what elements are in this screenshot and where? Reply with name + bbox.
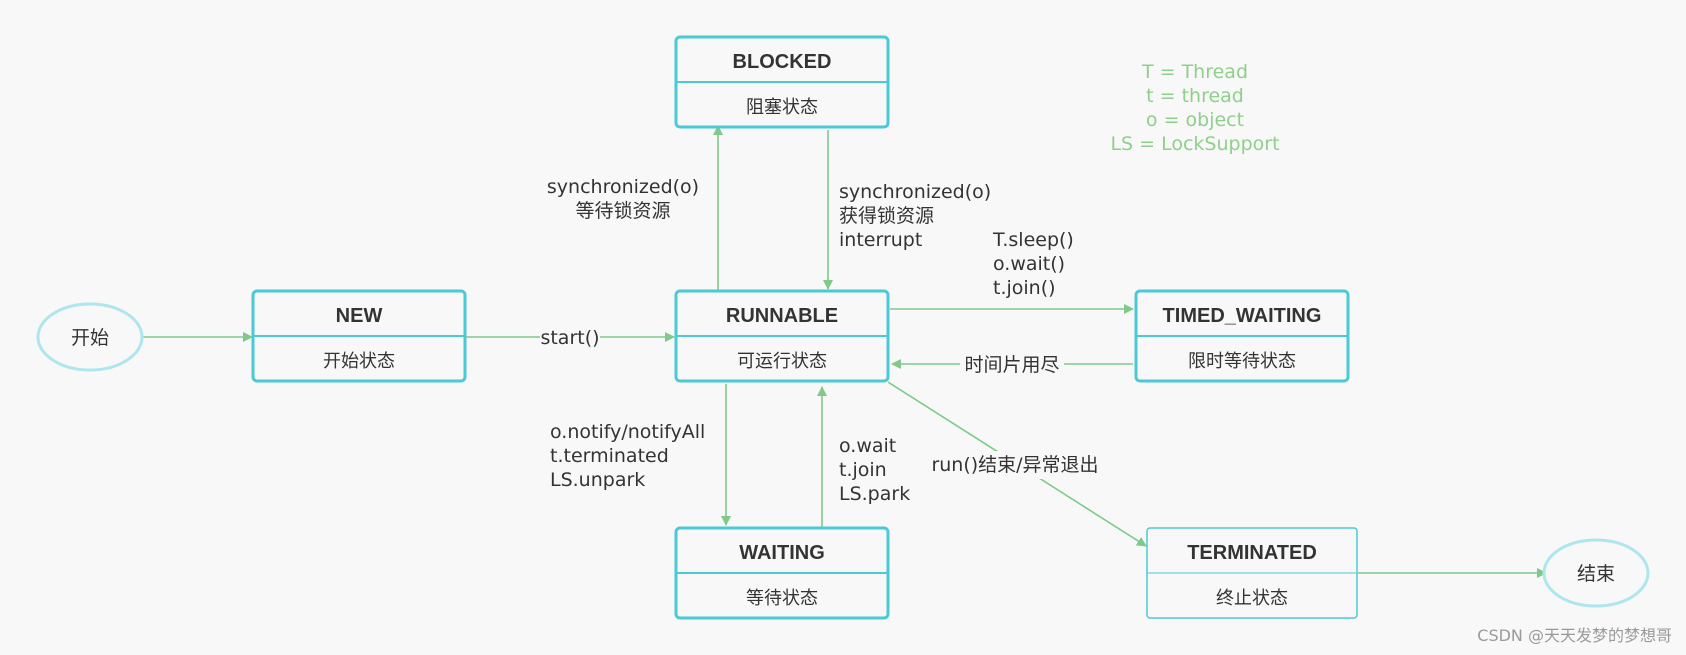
edge-label-line: t.join() [993,277,1056,299]
edge-label-runnable-to-terminated: run()结束/异常退出 [928,451,1102,479]
edge-label-new-to-runnable: start() [540,323,600,349]
state-box-new: NEW 开始状态 [251,289,467,383]
state-box-runnable: RUNNABLE 可运行状态 [674,289,890,383]
edge-label-line: LS.park [839,483,910,505]
edge-label-line: 等待锁资源 [575,200,670,222]
edge-label-line: start() [540,327,599,349]
edge-label-line: synchronized(o) [839,181,991,203]
state-box-blocked: BLOCKED 阻塞状态 [674,35,890,129]
state-box-terminated: TERMINATED 终止状态 [1146,527,1358,619]
state-subtitle-waiting: 等待状态 [746,588,818,609]
state-subtitle-timed-waiting: 限时等待状态 [1188,351,1296,372]
legend-line: t = thread [1146,85,1244,107]
edge-label-line: interrupt [839,229,922,251]
start-label: 开始 [71,327,109,349]
end-node: 结束 [1542,538,1650,608]
state-box-timed-waiting: TIMED_WAITING 限时等待状态 [1134,289,1350,383]
edge-label-line: 获得锁资源 [839,205,934,227]
state-subtitle-runnable: 可运行状态 [737,351,827,372]
legend-line: LS = LockSupport [1110,133,1279,155]
legend-line: T = Thread [1141,61,1248,83]
edge-label-blocked-to-runnable: synchronized(o) 获得锁资源 interrupt [839,181,991,251]
end-label: 结束 [1577,563,1615,585]
edge-label-line: o.notify/notifyAll [550,421,705,443]
edge-label-line: LS.unpark [550,469,645,491]
state-title-terminated: TERMINATED [1187,542,1317,564]
start-node: 开始 [36,302,144,372]
edge-label-line: t.join [839,459,887,481]
state-title-new: NEW [336,305,383,327]
state-title-blocked: BLOCKED [733,51,832,73]
edge-label-timed-to-runnable: 时间片用尽 [960,351,1064,377]
edge-label-line: o.wait [839,435,896,457]
state-title-waiting: WAITING [739,542,825,564]
edge-label-runnable-to-timed: T.sleep() o.wait() t.join() [992,229,1074,299]
start-ellipse [36,302,144,372]
watermark: CSDN @天天发梦的梦想哥 [1477,626,1672,645]
end-ellipse [1542,538,1650,608]
state-title-runnable: RUNNABLE [726,305,838,327]
state-title-timed-waiting: TIMED_WAITING [1163,305,1322,327]
edge-label-line: synchronized(o) [547,176,699,198]
edge-label-line: 时间片用尽 [964,354,1059,376]
state-subtitle-new: 开始状态 [323,351,395,372]
legend: T = Thread t = thread o = object LS = Lo… [1110,61,1279,155]
edge-label-line: o.wait() [993,253,1065,275]
state-box-waiting: WAITING 等待状态 [674,526,890,620]
legend-line: o = object [1146,109,1244,131]
edge-label-waiting-to-runnable: o.wait t.join LS.park [839,435,910,505]
state-subtitle-blocked: 阻塞状态 [746,97,818,118]
edge-label-line: t.terminated [550,445,669,467]
edge-label-line: T.sleep() [992,229,1074,251]
edge-label-runnable-to-blocked: synchronized(o) 等待锁资源 [547,176,699,222]
edge-label-runnable-to-waiting: o.notify/notifyAll t.terminated LS.unpar… [550,421,705,491]
edge-label-line: run()结束/异常退出 [931,454,1098,476]
state-subtitle-terminated: 终止状态 [1216,588,1288,609]
